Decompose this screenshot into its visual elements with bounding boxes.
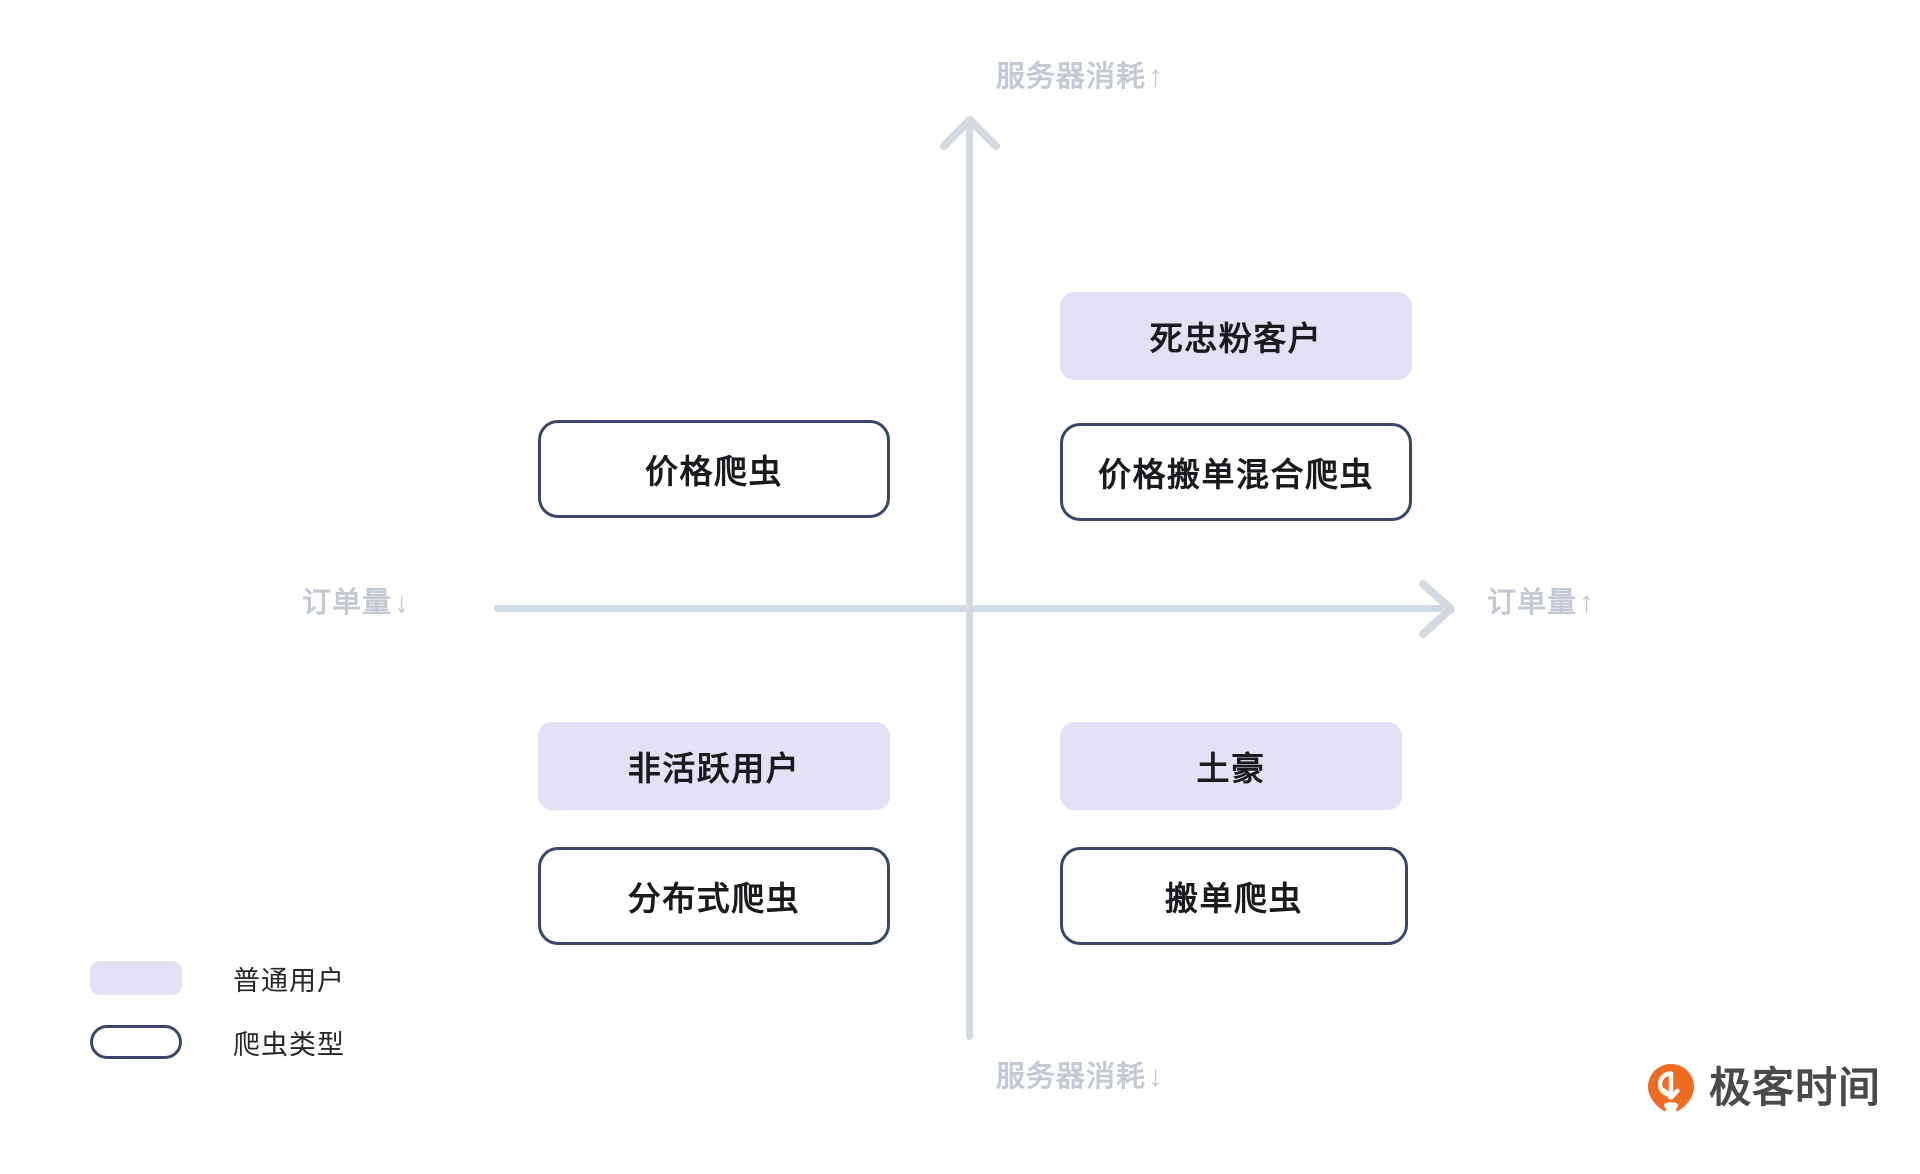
quadrant-card-transfer-crawler: 搬单爬虫 bbox=[1060, 847, 1408, 945]
quadrant-card-loyal-customer: 死忠粉客户 bbox=[1060, 292, 1412, 380]
legend: 普通用户 爬虫类型 bbox=[90, 946, 345, 1074]
horizontal-axis-line bbox=[494, 605, 1444, 612]
axis-label-right-arrow: ↑ bbox=[1579, 586, 1596, 619]
axis-label-top: 服务器消耗↑ bbox=[996, 62, 1164, 92]
legend-label-crawler-type: 爬虫类型 bbox=[233, 1029, 345, 1060]
vertical-axis-line bbox=[966, 120, 973, 1040]
brand-logo: 极客时间 bbox=[1645, 1062, 1881, 1114]
quadrant-card-distributed-crawler: 分布式爬虫 bbox=[538, 847, 890, 945]
axis-label-bottom: 服务器消耗↓ bbox=[996, 1062, 1164, 1092]
axis-label-top-text: 服务器消耗 bbox=[996, 61, 1147, 93]
quadrant-card-inactive-user: 非活跃用户 bbox=[538, 722, 890, 810]
quadrant-card-rich-user: 土豪 bbox=[1060, 722, 1402, 810]
legend-label-normal-user: 普通用户 bbox=[233, 965, 345, 996]
axis-label-right-text: 订单量 bbox=[1487, 587, 1578, 619]
axis-label-left-text: 订单量 bbox=[302, 587, 393, 619]
geektime-pin-icon bbox=[1648, 1064, 1694, 1112]
axis-label-bottom-text: 服务器消耗 bbox=[996, 1061, 1147, 1093]
legend-item-normal-user: 普通用户 bbox=[90, 946, 345, 1010]
legend-swatch-filled bbox=[90, 961, 182, 995]
axis-arrow-right-icon bbox=[1419, 580, 1455, 638]
quadrant-card-price-transfer-mixed-crawler: 价格搬单混合爬虫 bbox=[1060, 423, 1412, 521]
axis-label-bottom-arrow: ↓ bbox=[1148, 1060, 1165, 1093]
brand-name: 极客时间 bbox=[1709, 1064, 1882, 1111]
axis-label-left: 订单量↓ bbox=[302, 588, 410, 618]
axis-label-right: 订单量↑ bbox=[1487, 588, 1595, 618]
legend-swatch-outlined bbox=[90, 1025, 182, 1059]
axis-label-left-arrow: ↓ bbox=[394, 586, 411, 619]
axis-arrow-up-icon bbox=[940, 116, 1000, 150]
quadrant-card-price-crawler: 价格爬虫 bbox=[538, 420, 890, 518]
legend-item-crawler-type: 爬虫类型 bbox=[90, 1010, 345, 1074]
axis-label-top-arrow: ↑ bbox=[1148, 60, 1165, 93]
